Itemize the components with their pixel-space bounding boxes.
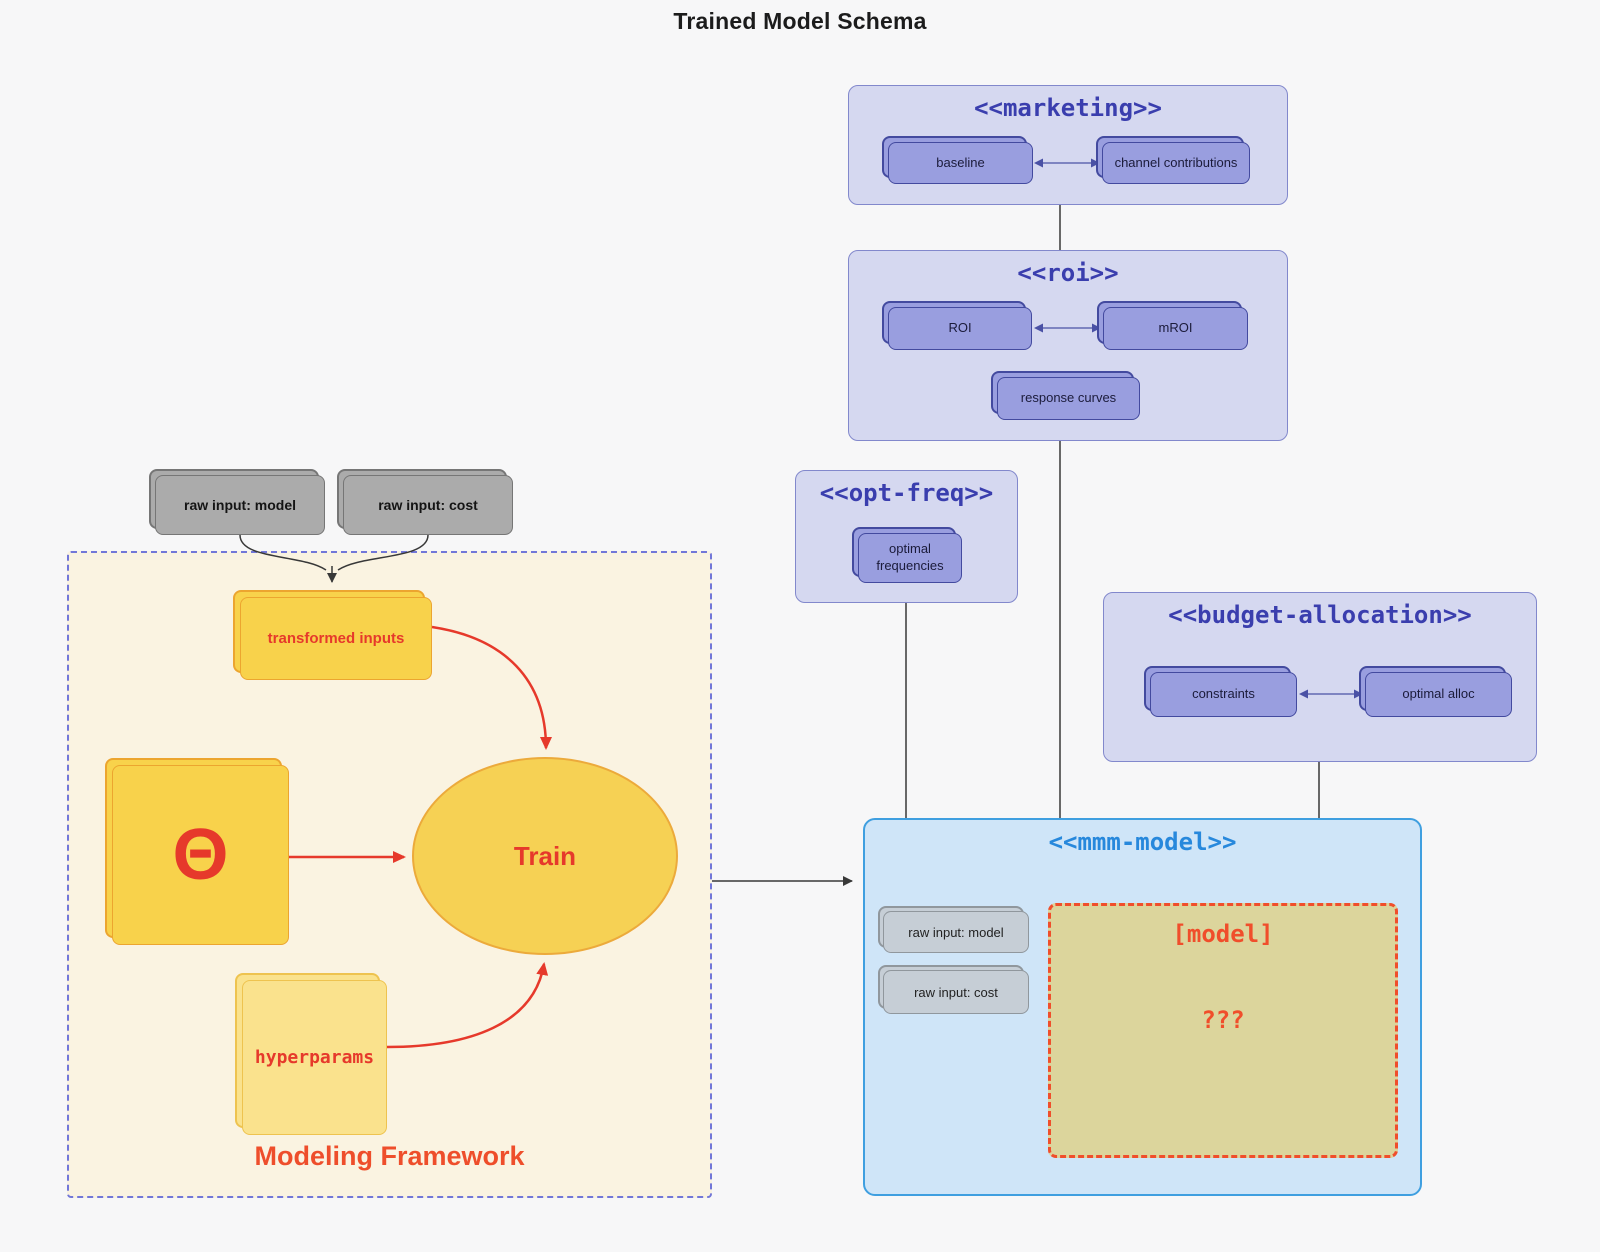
node-train-label: Train	[513, 840, 577, 871]
node-hyperparams: hyperparams	[242, 980, 387, 1135]
node-roi: ROI	[888, 307, 1032, 350]
node-model-placeholder: [model] ???	[1048, 903, 1398, 1158]
node-constraints-label: constraints	[1192, 686, 1255, 702]
node-response-curves-label: response curves	[1020, 390, 1117, 406]
node-optimal-frequencies: optimal frequencies	[858, 533, 962, 583]
node-channel-contributions-label: channel contributions	[1114, 154, 1238, 170]
node-transformed-inputs-label: transformed inputs	[267, 630, 405, 647]
node-theta: Θ	[112, 765, 289, 945]
node-mmm-raw-input-model-label: raw input: model	[908, 924, 1004, 940]
cluster-roi-title: <<roi>>	[1017, 259, 1119, 287]
node-roi-label: ROI	[948, 320, 972, 336]
node-channel-contributions: channel contributions	[1102, 142, 1250, 184]
node-optimal-alloc: optimal alloc	[1365, 672, 1512, 717]
node-transformed-inputs: transformed inputs	[240, 597, 432, 680]
node-raw-input-model: raw input: model	[155, 475, 325, 535]
node-raw-input-cost-label: raw input: cost	[378, 497, 478, 513]
node-mmm-raw-input-cost-label: raw input: cost	[914, 984, 998, 1000]
modeling-framework-label: Modeling Framework	[254, 1141, 525, 1171]
node-optimal-alloc-label: optimal alloc	[1402, 686, 1475, 702]
cluster-mmm-model-title: <<mmm-model>>	[1048, 828, 1237, 856]
node-mmm-raw-input-model: raw input: model	[883, 911, 1029, 953]
node-raw-input-cost: raw input: cost	[343, 475, 513, 535]
node-raw-input-model-label: raw input: model	[184, 497, 296, 513]
node-constraints: constraints	[1150, 672, 1297, 717]
node-hyperparams-label: hyperparams	[254, 1047, 375, 1068]
model-placeholder-label: [model]	[1172, 920, 1274, 948]
node-mroi-label: mROI	[1158, 320, 1193, 336]
node-mroi: mROI	[1103, 307, 1248, 350]
node-theta-label: Θ	[172, 815, 229, 895]
node-mmm-raw-input-cost: raw input: cost	[883, 970, 1029, 1014]
page-title: Trained Model Schema	[673, 8, 927, 34]
cluster-budget-allocation-title: <<budget-allocation>>	[1168, 601, 1472, 629]
model-unknown-label: ???	[1201, 1006, 1245, 1034]
cluster-opt-freq-title: <<opt-freq>>	[819, 479, 994, 507]
node-baseline-label: baseline	[936, 154, 985, 170]
node-train: Train	[412, 757, 678, 955]
cluster-marketing-title: <<marketing>>	[974, 94, 1162, 122]
node-optimal-frequencies-label: optimal frequencies	[876, 541, 944, 573]
node-baseline: baseline	[888, 142, 1033, 184]
node-response-curves: response curves	[997, 377, 1140, 420]
